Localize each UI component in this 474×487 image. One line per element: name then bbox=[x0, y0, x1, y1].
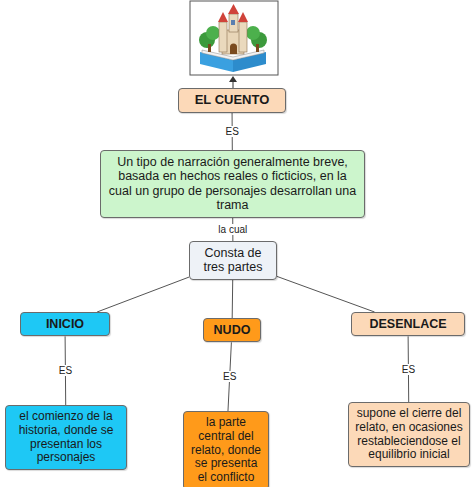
connector bbox=[232, 280, 234, 318]
parts-box: Consta de tres partes bbox=[189, 241, 277, 280]
node-text: el comienzo de la historia, donde se pre… bbox=[11, 410, 121, 465]
connector bbox=[277, 276, 375, 312]
pointer-line bbox=[233, 81, 234, 88]
connector bbox=[97, 277, 189, 312]
topic-box: EL CUENTO bbox=[178, 88, 286, 113]
node-text: INICIO bbox=[26, 317, 104, 331]
description-box: supone el cierre del relato, en ocasione… bbox=[348, 402, 470, 467]
node-text: Un tipo de narración generalmente breve,… bbox=[106, 155, 359, 213]
node-text: NUDO bbox=[209, 323, 255, 337]
part-box: DESENLACE bbox=[351, 312, 465, 336]
part-box: NUDO bbox=[203, 318, 261, 342]
arrowhead bbox=[229, 76, 237, 82]
node-text: la parte central del relato, donde se pr… bbox=[189, 416, 263, 485]
description-box: la parte central del relato, donde se pr… bbox=[183, 411, 269, 487]
part-box: INICIO bbox=[20, 312, 110, 336]
node-text: EL CUENTO bbox=[184, 93, 280, 108]
picture-frame bbox=[190, 1, 278, 75]
description-box: el comienzo de la historia, donde se pre… bbox=[5, 405, 127, 470]
node-text: DESENLACE bbox=[357, 317, 459, 331]
definition-box: Un tipo de narración generalmente breve,… bbox=[100, 150, 365, 218]
edge-label: ES bbox=[400, 364, 417, 375]
edge-label: ES bbox=[57, 365, 74, 376]
node-text: supone el cierre del relato, en ocasione… bbox=[354, 407, 464, 462]
edge-label: ES bbox=[221, 371, 238, 382]
node-text: Consta de tres partes bbox=[195, 246, 271, 275]
storybook-illustration bbox=[199, 4, 267, 72]
edge-label: la cual bbox=[216, 224, 249, 235]
edge-label: ES bbox=[224, 126, 241, 137]
